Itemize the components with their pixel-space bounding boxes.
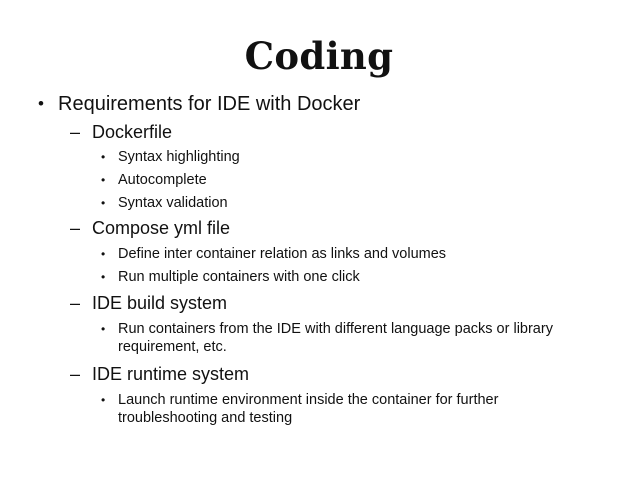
bullet-level3-item: • Launch runtime environment inside the … [101,391,601,427]
bullet-dot-icon: • [101,393,106,407]
bullet-level3-item: • Run multiple containers with one click [101,268,601,286]
bullet-level3-item: • Run containers from the IDE with diffe… [101,320,601,356]
bullet-level3-text: Run multiple containers with one click [118,269,360,285]
bullet-level3-text: Launch runtime environment inside the co… [118,392,499,426]
bullet-dot-icon: • [38,94,44,113]
bullet-level3-item: • Define inter container relation as lin… [101,245,601,263]
bullet-dot-icon: • [101,322,106,336]
bullet-level2-text: Dockerfile [92,122,173,142]
bullet-level3-item: • Autocomplete [101,171,601,189]
bullet-level2-item-runtime-system: – IDE runtime system [70,362,610,386]
slide-title: Coding [244,34,394,78]
bullet-level2-item-build-system: – IDE build system [70,291,610,315]
bullet-level2-item-dockerfile: – Dockerfile [70,120,610,144]
bullet-level1-text: Requirements for IDE with Docker [58,93,361,115]
bullet-dash-icon: – [70,218,81,238]
bullet-level2-text: IDE runtime system [92,364,250,384]
bullet-level2-item-compose: – Compose yml file [70,216,610,240]
bullet-level2-text: IDE build system [92,293,228,313]
bullet-dash-icon: – [70,293,81,313]
bullet-dash-icon: – [70,364,81,384]
bullet-dot-icon: • [101,270,106,284]
bullet-level3-item: • Syntax validation [101,194,601,212]
bullet-dot-icon: • [101,247,106,261]
bullet-level3-item: • Syntax highlighting [101,148,601,166]
bullet-dot-icon: • [101,150,106,164]
bullet-level3-text: Autocomplete [118,172,207,188]
bullet-level1-item: • Requirements for IDE with Docker [38,91,608,117]
bullet-level3-text: Run containers from the IDE with differe… [118,321,553,355]
bullet-dot-icon: • [101,196,106,210]
bullet-level2-text: Compose yml file [92,218,231,238]
bullet-level3-text: Syntax highlighting [118,149,240,165]
bullet-dot-icon: • [101,173,106,187]
bullet-level3-text: Define inter container relation as links… [118,246,447,262]
bullet-level3-text: Syntax validation [118,195,228,211]
bullet-dash-icon: – [70,122,81,142]
